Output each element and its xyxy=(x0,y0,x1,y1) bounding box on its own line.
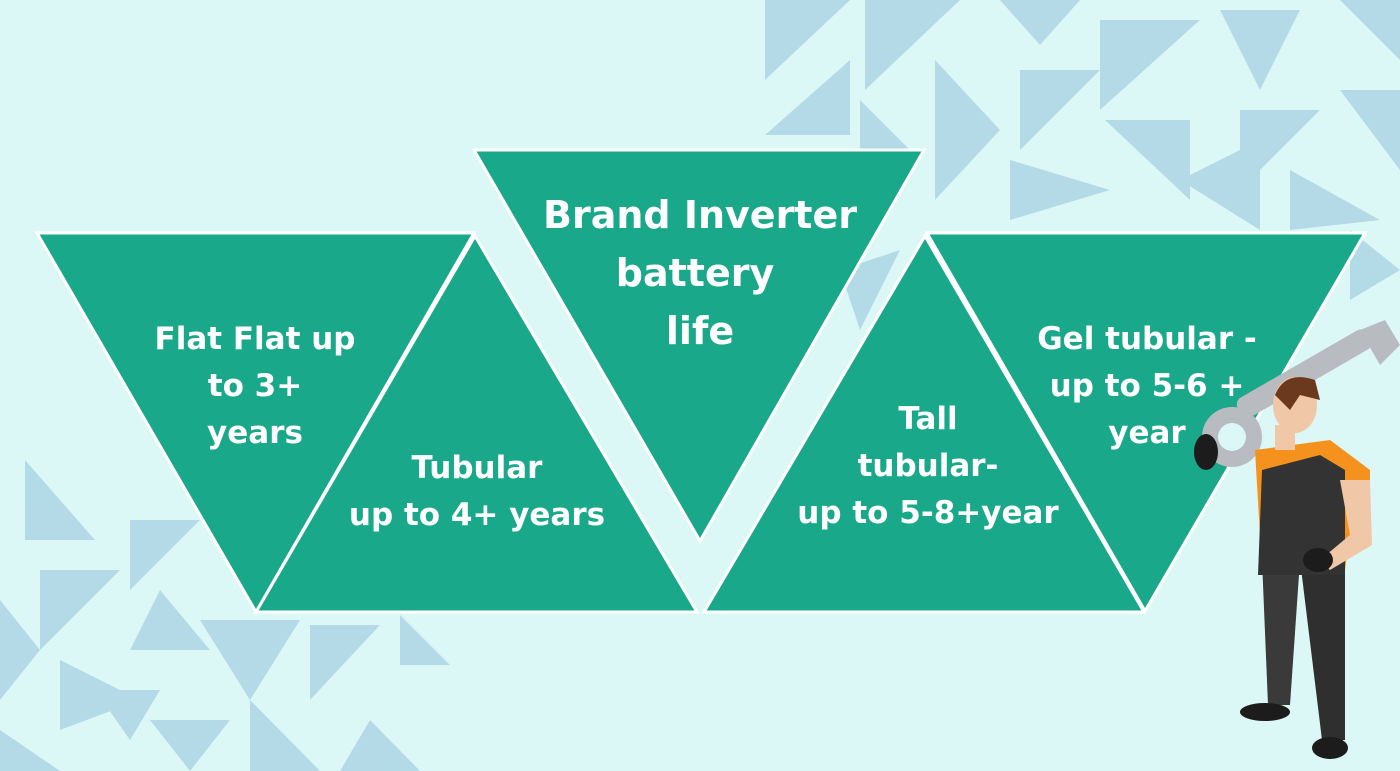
segment-label: Tubular xyxy=(412,450,544,486)
triangle-tubular xyxy=(253,233,700,614)
segment-label: Tall xyxy=(898,401,957,437)
segment-label: up to 5-8+year xyxy=(797,495,1059,531)
title-line: Brand Inverter xyxy=(543,193,857,237)
title-line: battery xyxy=(616,251,775,295)
triangle-title xyxy=(471,148,927,545)
segment-tall-tubular: Tall tubular- up to 5-8+year xyxy=(797,401,1059,531)
wrench-icon xyxy=(1202,320,1400,467)
segment-label: up to 5-6 + xyxy=(1050,368,1245,404)
segment-label: years xyxy=(207,415,303,451)
segment-label: year xyxy=(1108,415,1186,451)
segment-tubular: Tubular up to 4+ years xyxy=(349,450,605,533)
title-line: life xyxy=(666,309,734,353)
segment-flat: Flat Flat up to 3+ years xyxy=(155,321,356,451)
diagram-title: Brand Inverter battery life xyxy=(543,193,857,353)
segment-label: to 3+ xyxy=(208,368,302,404)
triangle-tall-tubular xyxy=(701,233,1147,614)
segment-label: up to 4+ years xyxy=(349,497,605,533)
segment-gel-tubular: Gel tubular - up to 5-6 + year xyxy=(1037,321,1257,451)
segment-label: tubular- xyxy=(858,448,999,484)
segment-label: Gel tubular - xyxy=(1037,321,1257,357)
triangle-chain xyxy=(34,148,1368,616)
segment-label: Flat Flat up xyxy=(155,321,356,357)
mechanic-with-wrench-illustration xyxy=(1194,320,1400,759)
